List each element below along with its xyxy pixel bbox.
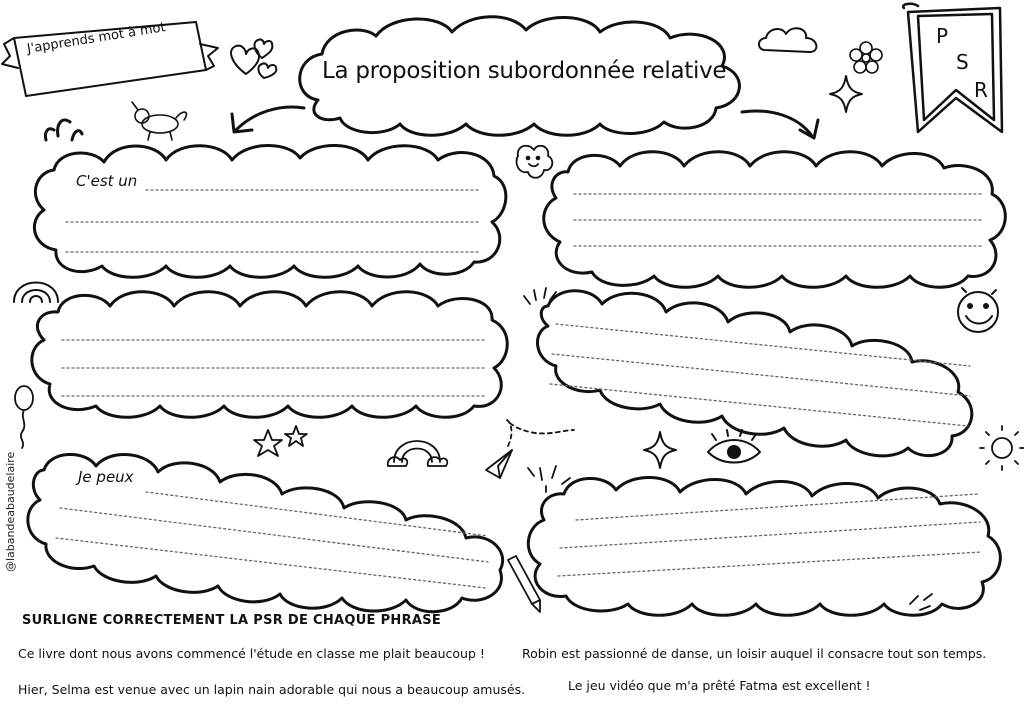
star-face-icon	[515, 144, 554, 179]
eye-icon	[707, 429, 761, 464]
exercise-sentence: Robin est passionné de danse, un loisir …	[522, 646, 987, 661]
grass-doodle	[44, 118, 84, 142]
exercise-sentence: Ce livre dont nous avons commencé l'étud…	[18, 646, 485, 661]
pencil-icon	[507, 555, 541, 613]
cloud-top-right	[542, 150, 1007, 289]
title-cloud	[298, 15, 741, 137]
sparkle-icon	[643, 75, 863, 469]
balloon-icon	[14, 385, 34, 449]
flower-icon	[849, 41, 883, 74]
tag-banner	[1, 21, 219, 97]
cloud-middle-right	[536, 289, 974, 458]
credit-handle: @labandeabaudelaire	[4, 451, 17, 572]
banner-letter-p: P	[936, 24, 949, 48]
smiley-icon	[957, 287, 999, 333]
prompt-je-peux: Je peux	[78, 468, 134, 486]
cloud-top-left	[33, 144, 508, 279]
prompt-cest-un: C'est un	[76, 172, 138, 190]
psr-pennant	[901, 2, 1004, 134]
cloud-bottom-right	[526, 476, 1002, 617]
banner-letter-r: R	[974, 78, 988, 102]
arrows	[230, 105, 820, 140]
hearts-icon	[230, 38, 278, 79]
sun-icon	[979, 425, 1024, 471]
page-title: La proposition subordonnée relative	[322, 58, 727, 84]
stars-icon	[253, 425, 308, 457]
exercise-sentence: Hier, Selma est venue avec un lapin nain…	[18, 682, 526, 697]
exercise-sentence: Le jeu vidéo que m'a prêté Fatma est exc…	[568, 678, 871, 693]
writing-lines	[55, 189, 983, 589]
rainbow-icon	[13, 281, 59, 303]
rainbow-cloud-icon	[386, 440, 449, 467]
exercise-instruction: SURLIGNE CORRECTEMENT LA PSR DE CHAQUE P…	[22, 613, 442, 628]
banner-letter-s: S	[956, 50, 969, 74]
cloud-icon	[758, 27, 818, 53]
cloud-bottom-left	[26, 453, 505, 614]
paper-plane-icon	[485, 419, 575, 479]
burst-lines	[523, 287, 933, 611]
cloud-middle-left	[30, 290, 509, 419]
unicorn-icon	[131, 101, 188, 141]
